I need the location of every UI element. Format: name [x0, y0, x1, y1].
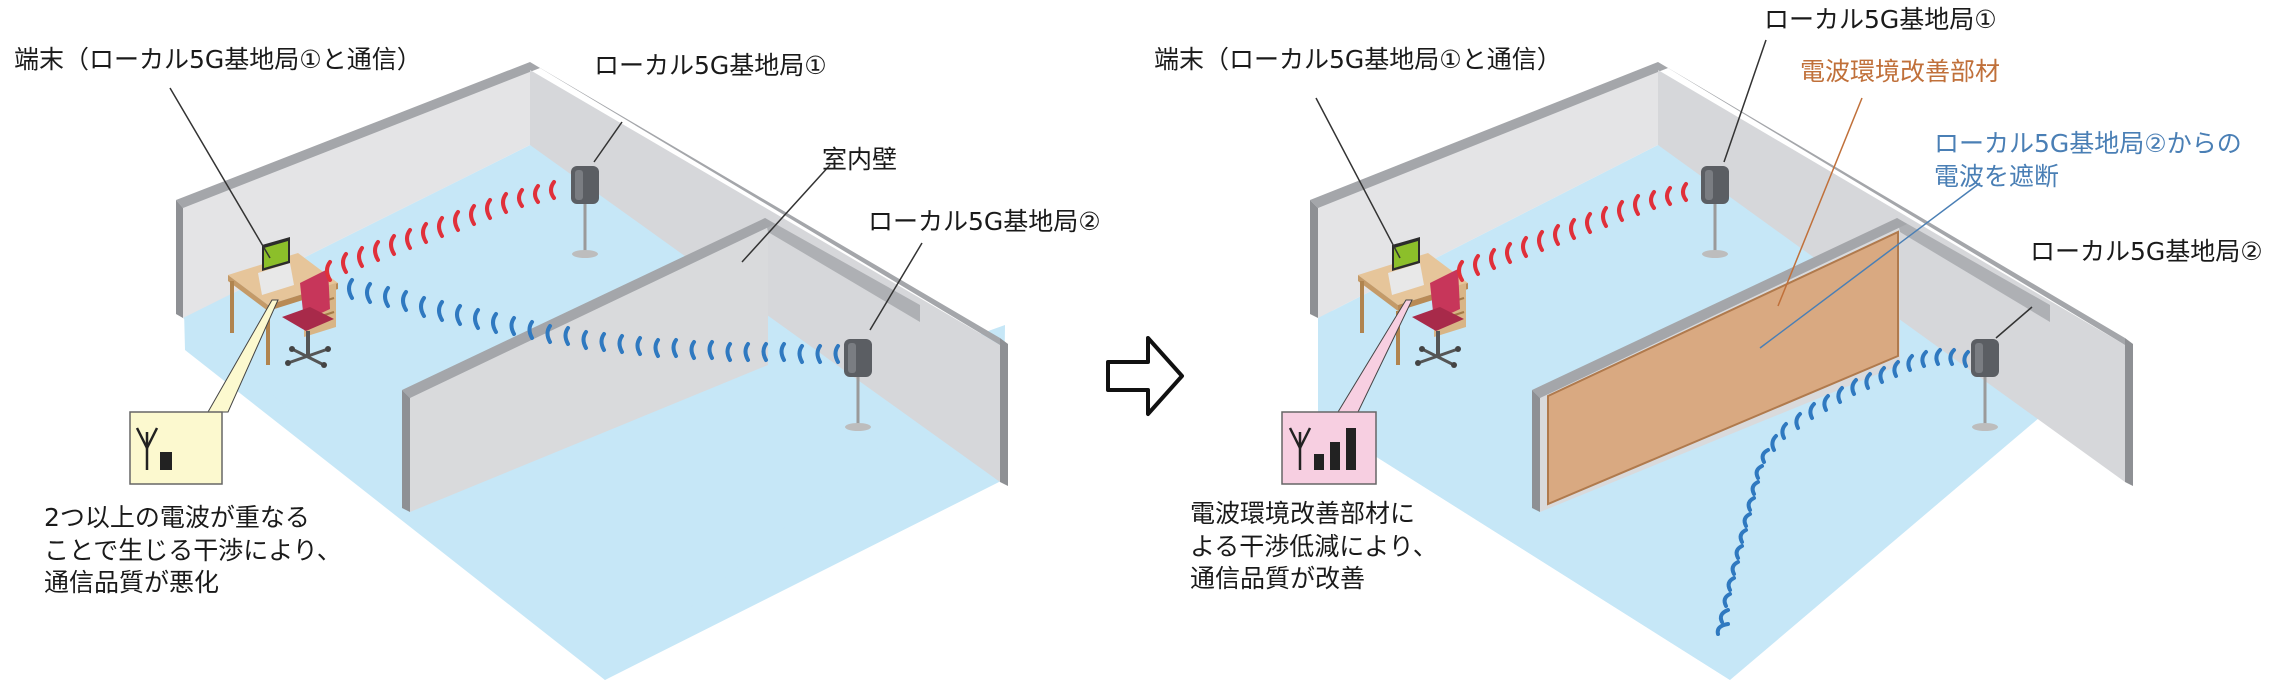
right-note-line: 電波環境改善部材に — [1190, 499, 1416, 528]
material-panel — [1547, 230, 1899, 506]
left-station1-label: ローカル5G基地局① — [594, 51, 827, 80]
right-red-wave — [1457, 182, 1688, 282]
right-signal-box — [1281, 411, 1377, 485]
left-note-line: 通信品質が悪化 — [44, 568, 220, 597]
right-station2-label: ローカル5G基地局② — [2030, 237, 2263, 266]
right-note-line: よる干渉低減により、 — [1190, 531, 1438, 561]
left-red-wave — [325, 180, 556, 282]
block-label-line: ローカル5G基地局②からの — [1934, 129, 2242, 158]
left-signal-box — [129, 411, 223, 485]
left-terminal-label: 端末（ローカル5G基地局①と通信） — [14, 45, 422, 74]
material-label: 電波環境改善部材 — [1800, 57, 2001, 86]
right-station1-label: ローカル5G基地局① — [1764, 5, 1997, 34]
right-scene — [1281, 39, 2133, 680]
left-note-line: 2つ以上の電波が重なる — [44, 503, 310, 532]
left-inner-wall-label: 室内壁 — [822, 145, 898, 174]
left-scene — [129, 62, 1008, 680]
antenna-signal-strong-icon — [1288, 427, 1356, 470]
arrow-right-icon — [1106, 336, 1184, 416]
left-blue-wave — [347, 278, 840, 364]
block-label-line: 電波を遮断 — [1934, 161, 2060, 191]
right-blue-wave — [1715, 348, 1970, 636]
right-note: 電波環境改善部材に よる干渉低減により、 通信品質が改善 — [1190, 498, 1438, 596]
left-note-line: ことで生じる干渉により、 — [44, 535, 342, 565]
antenna-signal-weak-icon — [135, 427, 172, 470]
block-label: ローカル5G基地局②からの 電波を遮断 — [1934, 128, 2242, 193]
right-terminal-label: 端末（ローカル5G基地局①と通信） — [1154, 45, 1562, 74]
left-note: 2つ以上の電波が重なる ことで生じる干渉により、 通信品質が悪化 — [44, 502, 342, 600]
right-note-line: 通信品質が改善 — [1190, 564, 1366, 593]
left-station2-label: ローカル5G基地局② — [868, 207, 1101, 236]
left-inner-wall — [410, 225, 768, 512]
